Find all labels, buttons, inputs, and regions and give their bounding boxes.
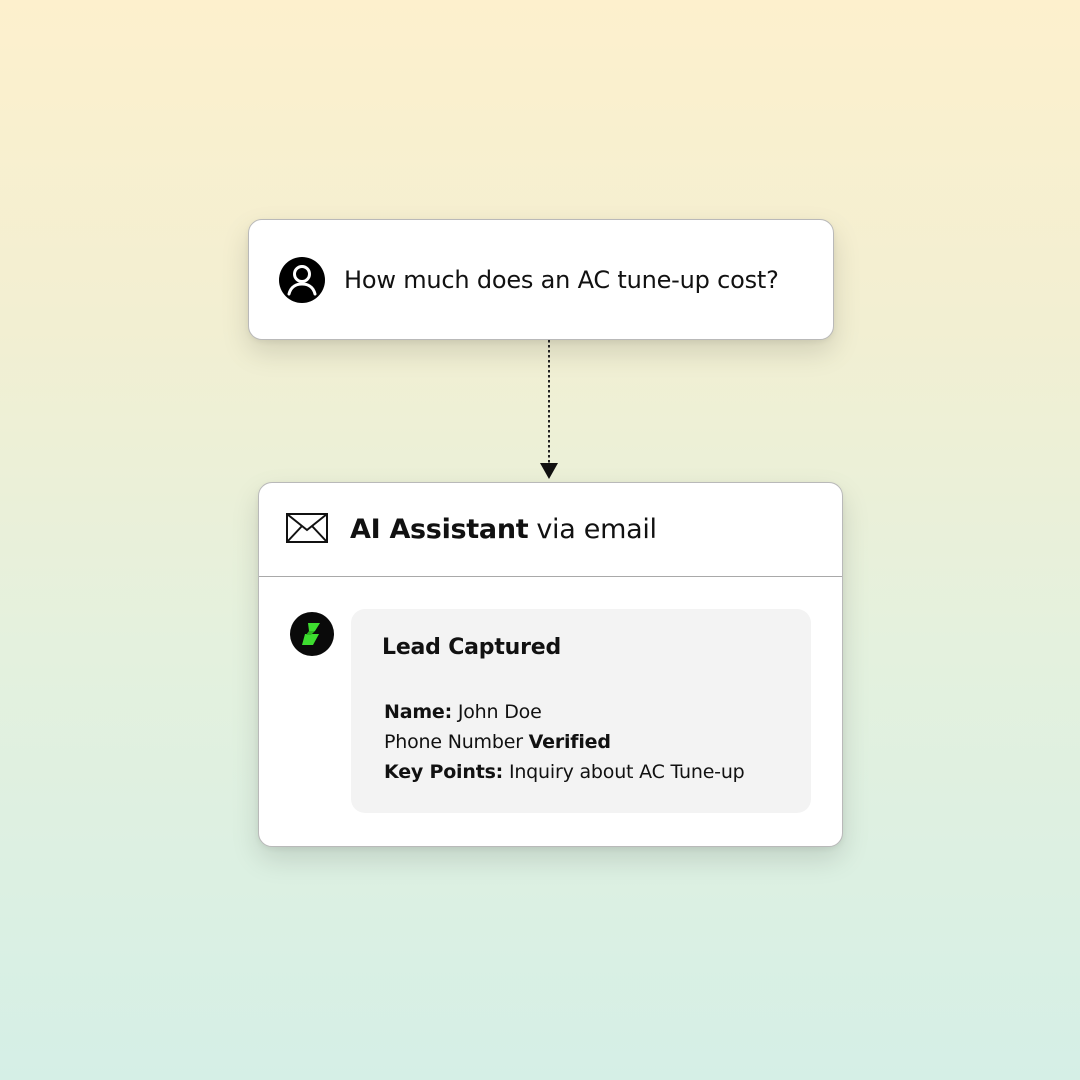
assistant-email-card: AI Assistant via email Lead Captured Nam… bbox=[258, 482, 843, 847]
lead-name-row: Name: John Doe bbox=[384, 697, 745, 727]
mail-icon bbox=[286, 513, 328, 543]
user-avatar-icon bbox=[279, 257, 325, 303]
keypoints-value: Inquiry about AC Tune-up bbox=[508, 761, 745, 783]
question-card: How much does an AC tune-up cost? bbox=[248, 219, 834, 340]
question-text: How much does an AC tune-up cost? bbox=[344, 265, 779, 294]
card-header: AI Assistant via email bbox=[259, 483, 842, 577]
arrow-down-icon bbox=[540, 463, 558, 479]
lead-details: Name: John Doe Phone Number Verified Key… bbox=[384, 697, 745, 787]
phone-status: Verified bbox=[528, 731, 611, 753]
bolt-logo-icon bbox=[290, 612, 334, 656]
name-value: John Doe bbox=[457, 701, 542, 723]
assistant-name: AI Assistant bbox=[350, 514, 529, 545]
lead-keypoints-row: Key Points: Inquiry about AC Tune-up bbox=[384, 757, 745, 787]
flow-connector-line bbox=[548, 340, 550, 464]
lead-captured-panel: Lead Captured Name: John Doe Phone Numbe… bbox=[351, 609, 811, 813]
card-title: AI Assistant via email bbox=[350, 483, 657, 576]
phone-label: Phone Number bbox=[384, 731, 523, 753]
lead-phone-row: Phone Number Verified bbox=[384, 727, 745, 757]
keypoints-label: Key Points: bbox=[384, 761, 504, 783]
name-label: Name: bbox=[384, 701, 453, 723]
lead-title: Lead Captured bbox=[382, 635, 562, 660]
channel-label: via email bbox=[536, 514, 657, 545]
